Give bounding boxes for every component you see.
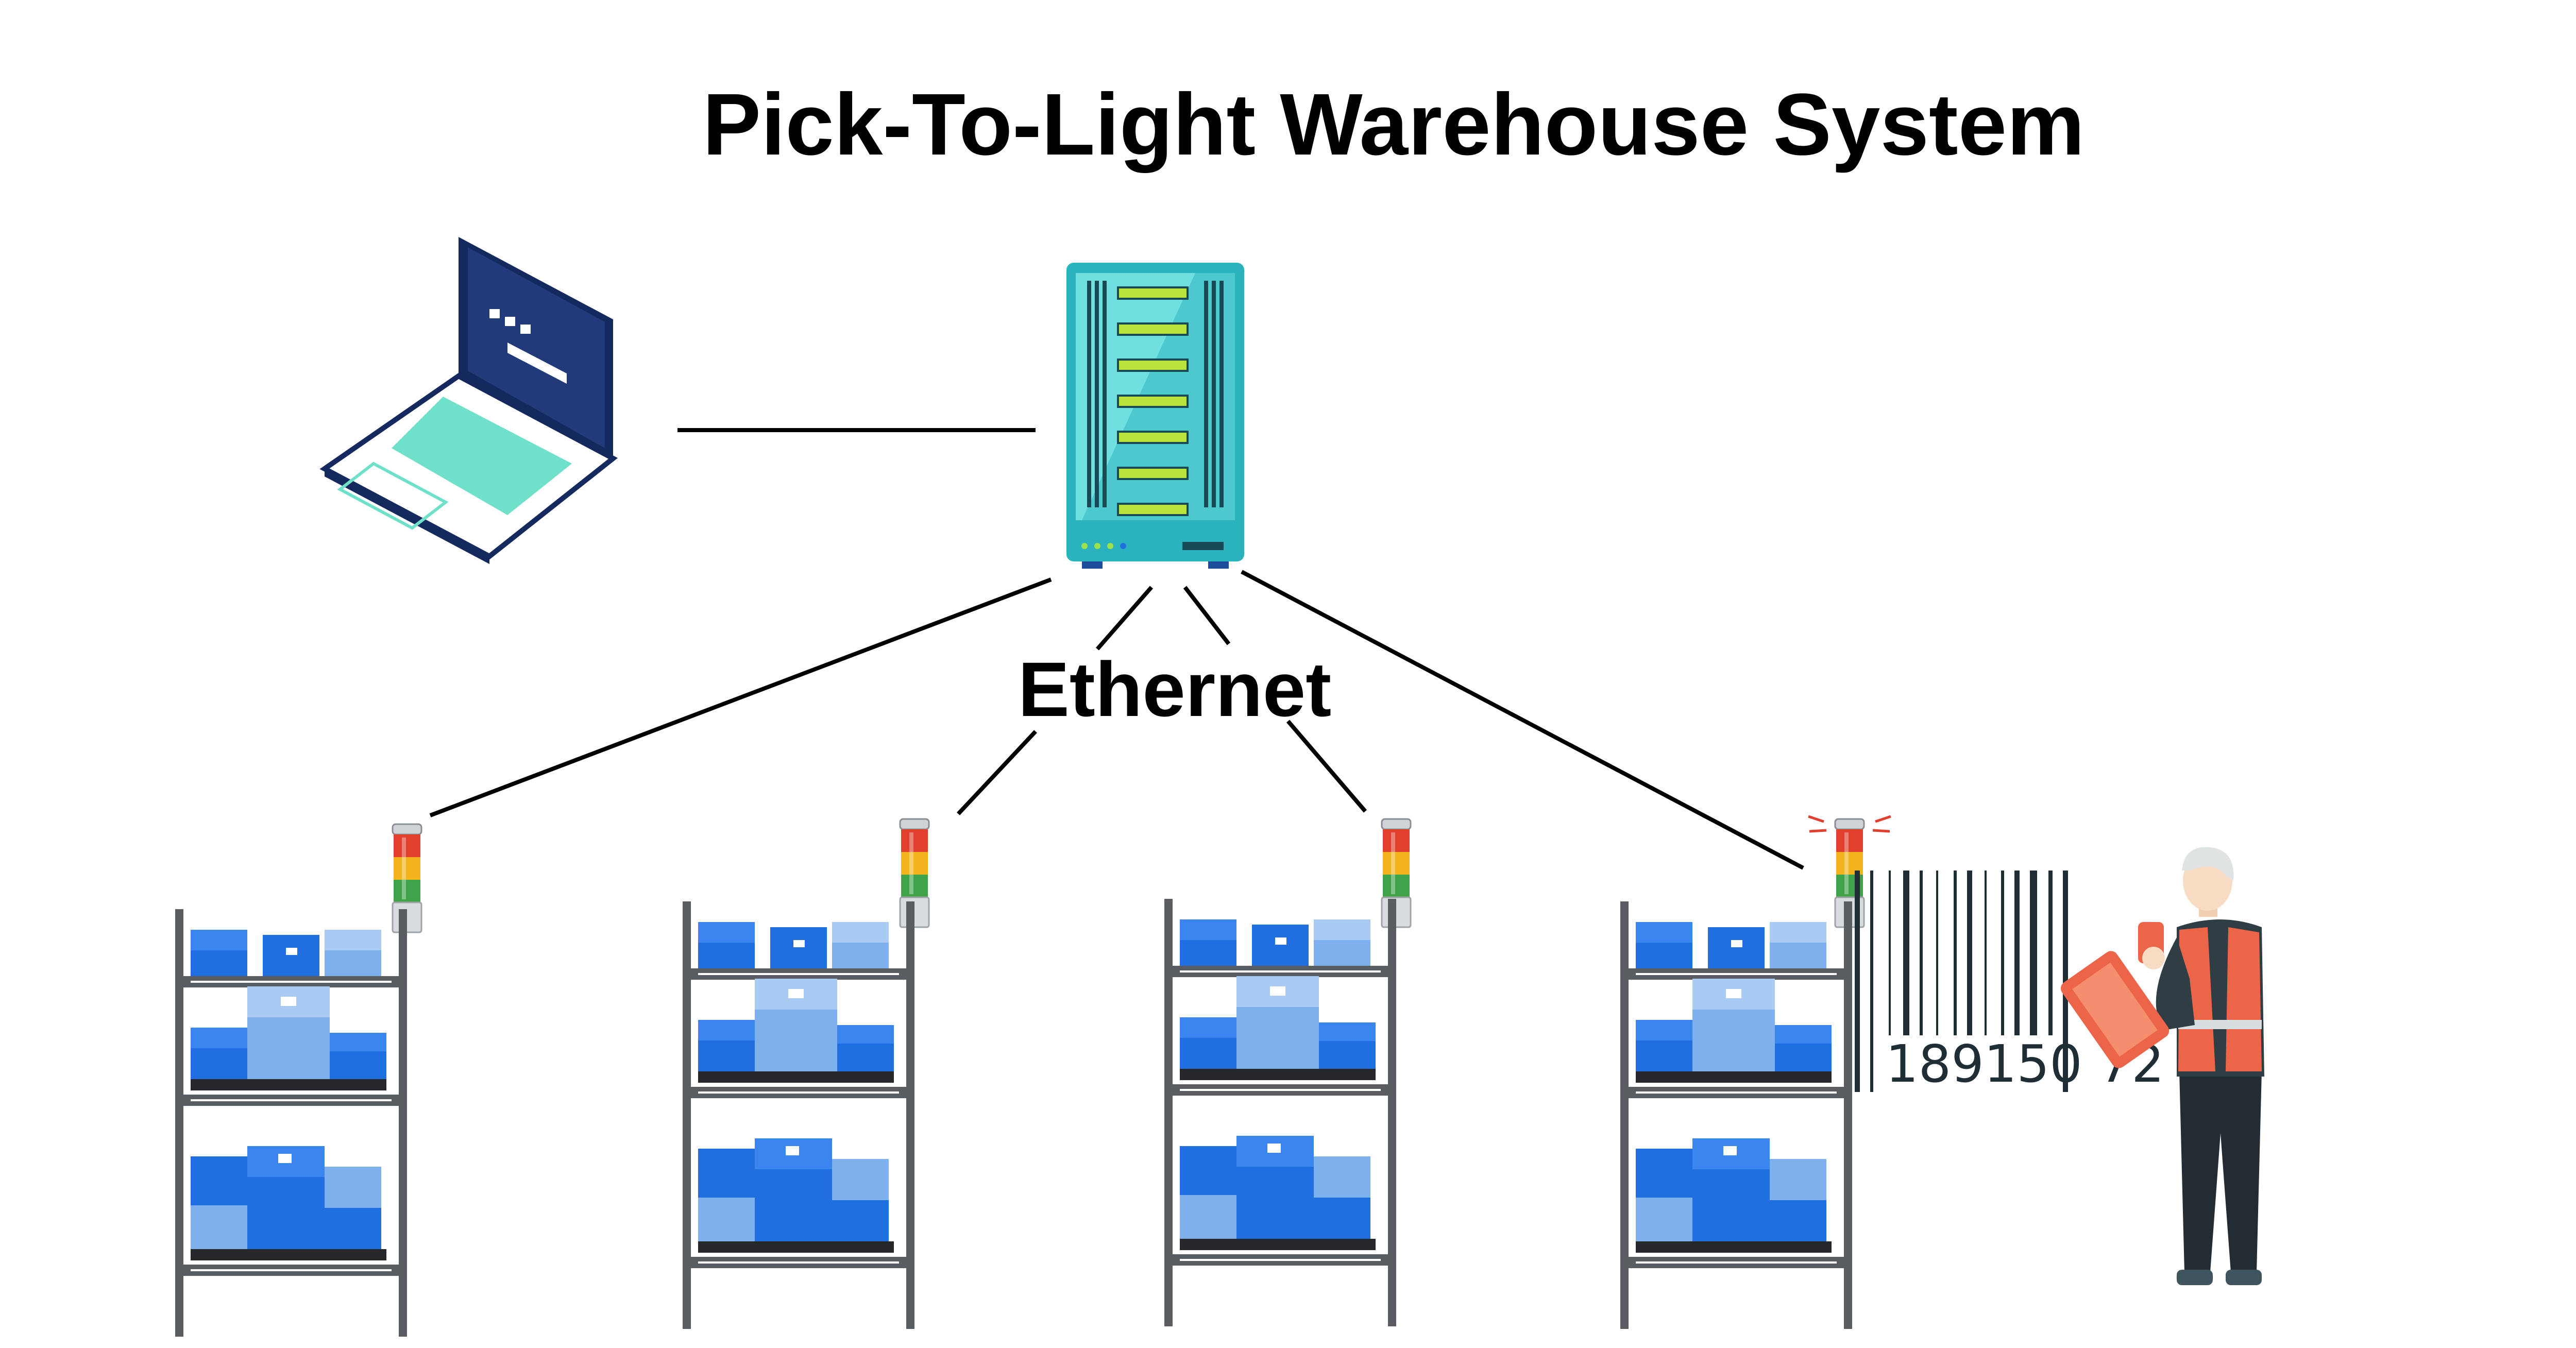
ethernet-link-2b	[957, 730, 1037, 815]
barcode-bar	[1985, 871, 1987, 1035]
shelf-rack-1	[175, 909, 407, 1337]
barcode-bar	[1954, 871, 1957, 1035]
barcode-bar	[1889, 871, 1891, 1035]
barcode-bar	[2048, 871, 2053, 1035]
page-title: Pick-To-Light Warehouse System	[703, 76, 2085, 174]
ethernet-link-3	[1183, 586, 1231, 645]
laptop-icon	[319, 237, 618, 564]
barcode-bar	[2001, 871, 2004, 1035]
ethernet-link-3b	[1286, 720, 1367, 813]
ethernet-link-4	[1241, 570, 1804, 870]
alert-flash-icon	[1808, 815, 1891, 833]
ethernet-label: Ethernet	[1018, 646, 1331, 732]
shelf-rack-2	[683, 901, 914, 1329]
barcode-bar	[2030, 871, 2037, 1035]
server-rack-icon	[1066, 263, 1244, 569]
barcode-bar	[1870, 871, 1873, 1092]
barcode-bar	[1903, 871, 1909, 1035]
shelf-rack-3	[1164, 899, 1396, 1326]
barcode-bar	[2014, 871, 2020, 1035]
barcode-bar	[1920, 871, 1923, 1035]
warehouse-worker-icon	[2060, 847, 2264, 1285]
barcode-bar	[1855, 871, 1860, 1092]
barcode-bar	[1967, 871, 1972, 1035]
barcode-bar	[2063, 871, 2068, 1092]
shelf-rack-4	[1620, 901, 1852, 1329]
ethernet-link-1	[429, 577, 1052, 817]
ethernet-link-2	[1095, 586, 1154, 651]
barcode-bar	[1936, 871, 1938, 1035]
network-connections	[429, 428, 1804, 870]
